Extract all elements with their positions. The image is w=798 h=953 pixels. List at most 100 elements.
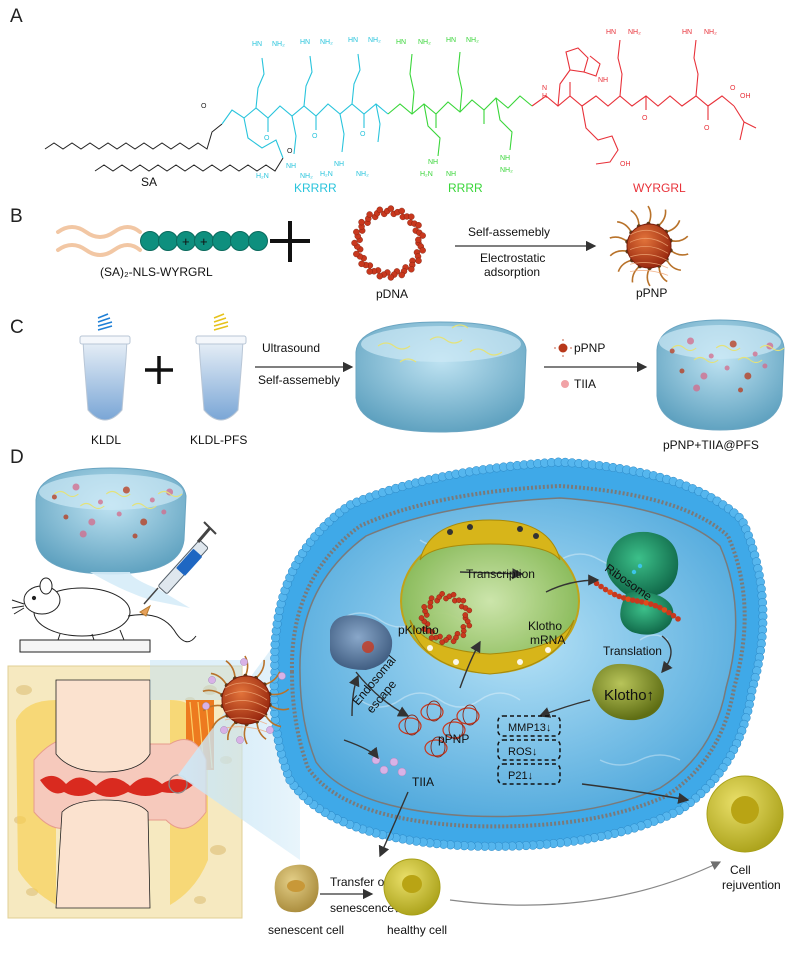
magnify-beam [178, 610, 300, 860]
tube2-label: KLDL-PFS [190, 433, 247, 447]
membrane-beads [269, 457, 768, 851]
loaded-gel-label: pPNP+TIIA@PFS [663, 438, 759, 452]
svg-text:O: O [360, 131, 366, 138]
svg-text:N: N [542, 85, 547, 92]
svg-text:HN: HN [446, 37, 456, 44]
svg-text:NH₂: NH₂ [356, 171, 369, 178]
svg-text:O: O [264, 135, 270, 142]
pathway-arrows [343, 568, 690, 858]
svg-text:NH₂: NH₂ [368, 37, 381, 44]
wyrgrl-backbone [531, 39, 757, 165]
panel-letter-c: C [10, 317, 24, 338]
label-transfer-1: Transfer of [330, 875, 388, 889]
label-cell-1: Cell [730, 863, 751, 877]
svg-text:NH₂: NH₂ [500, 167, 513, 174]
svg-text:NH: NH [286, 163, 296, 170]
krrrr-atoms: HN NH₂ HN NH₂ HN NH₂ O O O NH NH H₂N NH₂… [252, 37, 381, 180]
tube-kldl-pfs [195, 313, 247, 421]
gel-funnel [90, 572, 190, 608]
plus-sign-c [145, 356, 173, 384]
svg-text:H₂N: H₂N [420, 171, 433, 178]
step-b-bottom-1: Electrostatic [480, 251, 545, 265]
tube1-label: KLDL [91, 433, 121, 447]
charge-sign: + [200, 234, 208, 249]
pklotho-plasmid [418, 591, 473, 645]
legend-tiia-marker [561, 380, 569, 388]
svg-text:HN: HN [682, 29, 692, 36]
panel-letter-d: D [10, 447, 24, 468]
svg-text:O: O [730, 85, 736, 92]
label-senescent: senescent cell [268, 923, 344, 937]
ppnp-particle-d [202, 655, 290, 745]
klotho-protein [592, 663, 664, 721]
label-transcription: Transcription [466, 567, 535, 581]
mouse [11, 577, 197, 653]
label-healthy: healthy cell [387, 923, 447, 937]
svg-text:O: O [642, 115, 648, 122]
label-klotho-up: Klotho↑ [604, 687, 654, 704]
svg-text:O: O [704, 125, 710, 132]
endosome [330, 615, 393, 670]
svg-text:HN: HN [348, 37, 358, 44]
krrrr-label: KRRRR [294, 181, 337, 195]
released-ppnp [398, 700, 480, 758]
svg-text:HN: HN [300, 39, 310, 46]
marker-box [497, 739, 561, 761]
panel-letter-b: B [10, 206, 23, 227]
svg-text:NH: NH [500, 155, 510, 162]
mouse-knee-marker [139, 604, 152, 617]
peptide-label: (SA)₂-NLS-WYRGRL [100, 265, 213, 279]
rejuvenated-cell [706, 775, 784, 853]
wyrgrl-atoms: N H NH HN NH₂ HN NH₂ OH OH O O O [542, 29, 751, 168]
marker-box [497, 715, 561, 737]
healthy-cell [383, 858, 441, 916]
svg-text:HN: HN [396, 39, 406, 46]
hydrogel-plain [355, 321, 527, 433]
svg-text:HN: HN [606, 29, 616, 36]
svg-text:NH: NH [446, 171, 456, 178]
label-klotho-mrna-2: mRNA [530, 633, 565, 647]
wyrgrl-label: WYRGRL [633, 181, 686, 195]
step-c-top: Ultrasound [262, 341, 320, 355]
sa-oxygen-1: O [201, 103, 207, 110]
step-b-top: Self-assemebly [468, 225, 550, 239]
svg-text:H: H [542, 93, 547, 100]
nucleus [400, 519, 580, 675]
svg-text:HN: HN [252, 41, 262, 48]
pdna-label: pDNA [376, 287, 408, 301]
marker-label: P21↓ [508, 770, 533, 782]
label-ppnp-d: pPNP [438, 732, 469, 746]
marker-box [497, 763, 561, 785]
sa-label: SA [141, 175, 157, 189]
label-tiia-d: TIIA [412, 775, 434, 789]
svg-text:NH₂: NH₂ [300, 173, 313, 180]
svg-text:OH: OH [740, 93, 751, 100]
step-c-bottom: Self-assemebly [258, 373, 340, 387]
senescent-cell [274, 864, 319, 913]
legend-ppnp-marker [558, 343, 568, 353]
svg-text:NH₂: NH₂ [704, 29, 717, 36]
legend-tiia: TIIA [574, 377, 596, 391]
label-pklotho: pKlotho [398, 623, 439, 637]
rrrr-label: RRRR [448, 181, 483, 195]
peptide-lipid-tails [56, 225, 142, 257]
rrrr-backbone [387, 51, 533, 157]
svg-text:NH₂: NH₂ [320, 39, 333, 46]
marker-label: ROS↓ [508, 746, 537, 758]
ppnp-label-b: pPNP [636, 286, 667, 300]
label-transfer-2: senescence↓ [330, 901, 400, 915]
svg-text:H₂N: H₂N [256, 173, 269, 180]
svg-text:NH: NH [428, 159, 438, 166]
svg-text:NH₂: NH₂ [466, 37, 479, 44]
label-cell-2: rejuvention [722, 878, 781, 892]
tube-kldl [79, 313, 131, 421]
svg-text:NH: NH [334, 161, 344, 168]
pdna-ring [351, 205, 426, 281]
arrow-rejuvenation [449, 861, 722, 906]
step-b-bottom-2: adsorption [484, 265, 540, 279]
sa-lipid-chains [44, 123, 284, 172]
peptide-beads: ++ [140, 231, 268, 251]
marker-label: MMP13↓ [508, 722, 551, 734]
panel-letter-a: A [10, 6, 23, 27]
